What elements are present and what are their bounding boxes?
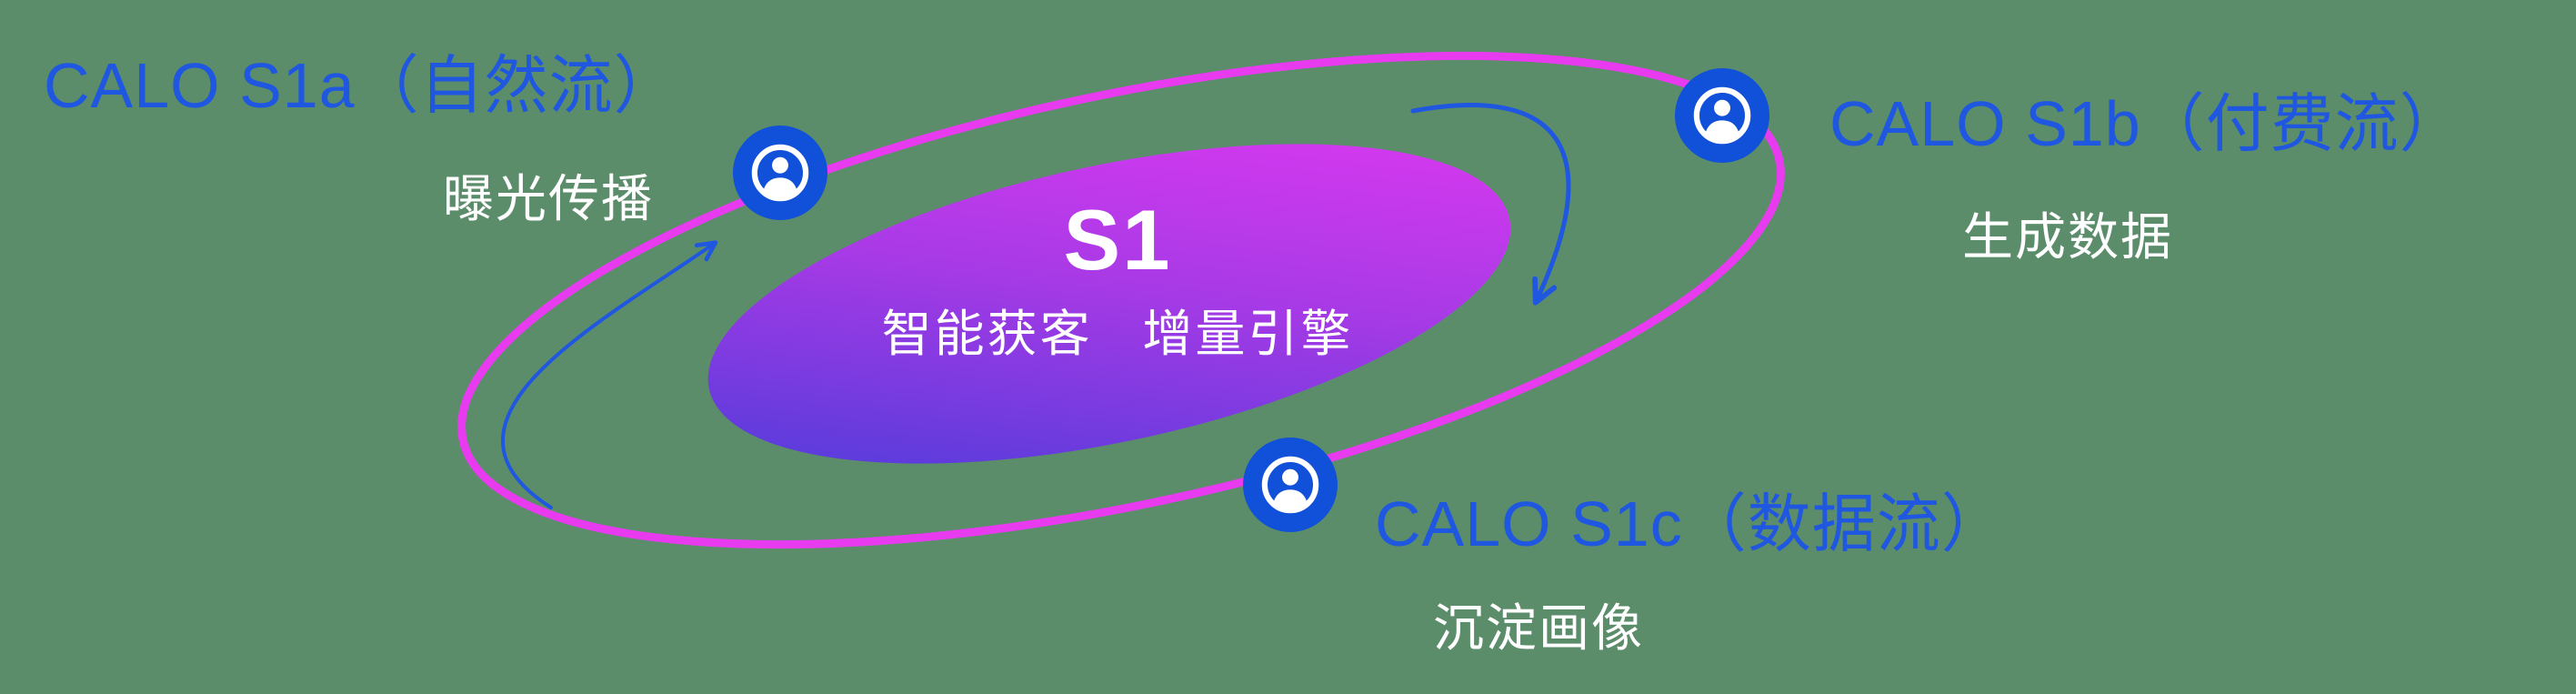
center-subtitle: 智能获客 增量引擎 — [881, 306, 1354, 362]
label-s1b-title: CALO S1b（付费流） — [1829, 88, 2464, 159]
node-s1c — [1243, 438, 1338, 532]
center-title: S1 — [1063, 192, 1172, 287]
node-s1b — [1675, 68, 1769, 163]
user-circle-icon — [751, 144, 809, 202]
orbit-ring — [457, 51, 1785, 549]
label-s1a-subtitle: 曝光传播 — [443, 170, 654, 227]
flow-arrow-left — [500, 240, 718, 509]
node-s1a — [733, 126, 827, 220]
label-s1c-title: CALO S1c（数据流） — [1375, 488, 2006, 559]
user-circle-icon — [1261, 456, 1319, 514]
label-s1a-title: CALO S1a（自然流） — [44, 50, 678, 121]
label-s1c-subtitle: 沉淀画像 — [1433, 599, 1644, 657]
label-s1b-subtitle: 生成数据 — [1962, 208, 2173, 266]
core-gradient-ellipse — [707, 144, 1511, 464]
user-circle-icon — [1693, 86, 1751, 145]
flow-arrow-right — [1410, 103, 1571, 306]
